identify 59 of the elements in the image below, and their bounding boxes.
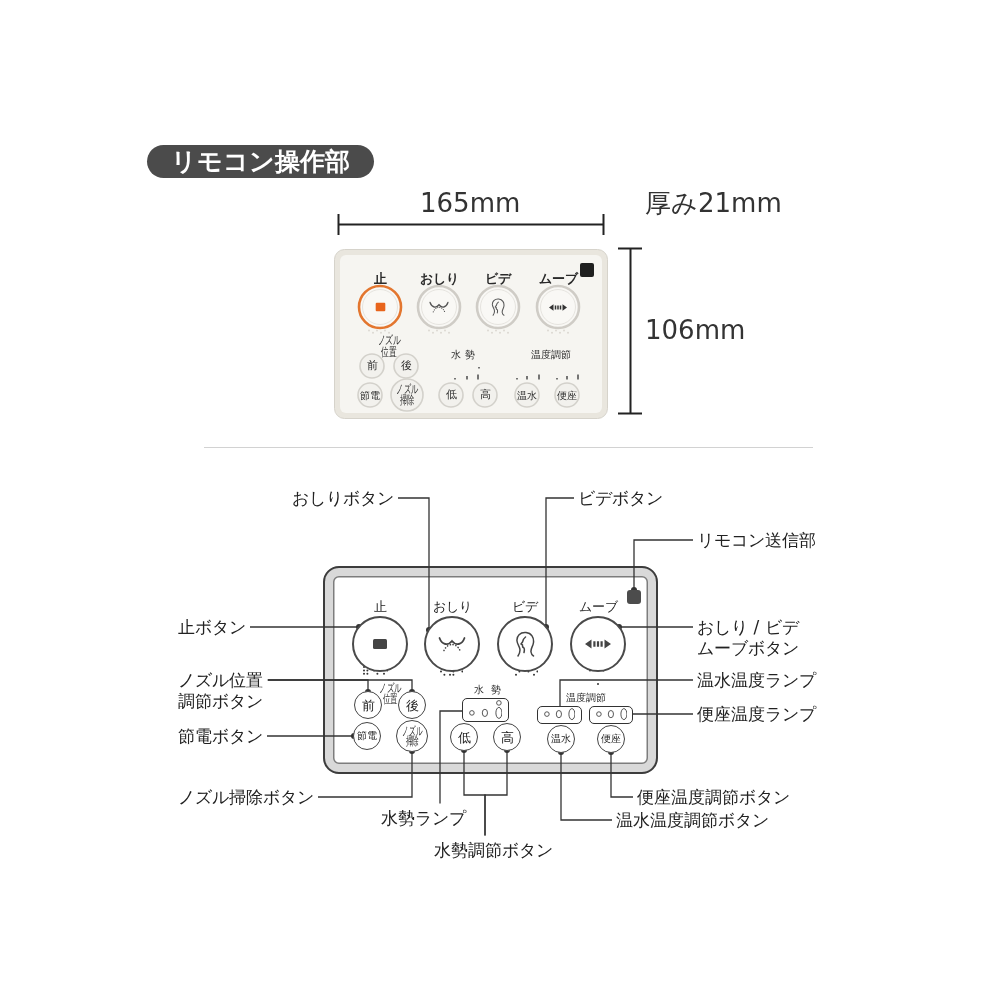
panel-label: 後 [400, 359, 412, 373]
callout-label: 水勢ランプ [380, 807, 466, 829]
callout-label: 水勢調節ボタン [433, 839, 553, 861]
panel-label: 温度調節 [566, 690, 606, 704]
callout-label: ビデボタン [578, 487, 663, 509]
panel-label: 水勢 [472, 682, 508, 696]
round-button: ノズル掃除 [396, 720, 428, 752]
round-button: 低 [450, 723, 478, 751]
remote-body [323, 566, 658, 774]
callout-label: 温水温度ランプ [697, 669, 816, 691]
panel-label: 節電 [360, 388, 380, 402]
panel-label: 温水 [517, 388, 537, 402]
lamp-window [537, 706, 582, 724]
button-label: ムーブ [578, 598, 618, 616]
panel-label: ノズル位置 [376, 334, 401, 358]
callout-label: 便座温度調節ボタン [637, 786, 790, 808]
panel-label: 前 [366, 359, 378, 373]
round-button: 高 [493, 723, 521, 751]
panel-label: 温度調節 [531, 347, 571, 361]
panel-label: ノズル掃除 [395, 384, 418, 406]
button-label: ビデ [512, 598, 538, 616]
leader-line [249, 624, 362, 630]
callout-label: 節電ボタン [178, 725, 263, 747]
section-heading: リモコン操作部 [147, 145, 374, 178]
leader-line [559, 679, 694, 707]
panel-label: 止 [373, 271, 387, 287]
lamp-window [589, 706, 633, 724]
leader-line [631, 539, 694, 593]
round-button: 節電 [353, 722, 381, 750]
panel-label: おしり [419, 271, 459, 287]
callout-label: おしり / ビデムーブボタン [697, 616, 801, 659]
dimension-label: 165mm [420, 187, 521, 220]
lamp-window [462, 698, 509, 722]
panel-label: 高 [479, 388, 491, 402]
callout-label: 止ボタン [178, 616, 246, 638]
round-button: 後 [398, 691, 426, 719]
panel-label: 便座 [557, 388, 577, 402]
leader-line [632, 713, 694, 715]
callout-label: ノズル位置調節ボタン [178, 669, 264, 712]
callout-label: ノズル掃除ボタン [178, 786, 314, 808]
panel-label: ビデ [485, 271, 511, 287]
panel-label: 低 [445, 388, 457, 402]
button-label: おしり [432, 598, 472, 616]
dimension-label: 106mm [645, 314, 746, 347]
panel-label: 水勢 [450, 347, 479, 361]
callout-label: 温水温度調節ボタン [616, 809, 769, 831]
callout-label: おしりボタン [292, 487, 394, 509]
dimension-label: 厚み21mm [645, 187, 782, 220]
panel-label: ムーブ [538, 271, 578, 287]
button-label: 止 [373, 598, 387, 616]
round-button: 温水 [547, 725, 575, 753]
callout-label: リモコン送信部 [697, 529, 816, 551]
round-button: 便座 [597, 725, 625, 753]
callout-label: 便座温度ランプ [697, 703, 816, 725]
leader-line [616, 624, 694, 630]
leader-line [439, 710, 463, 805]
leader-line [397, 497, 432, 633]
leader-line [543, 497, 575, 630]
transmitter-window [627, 590, 641, 604]
